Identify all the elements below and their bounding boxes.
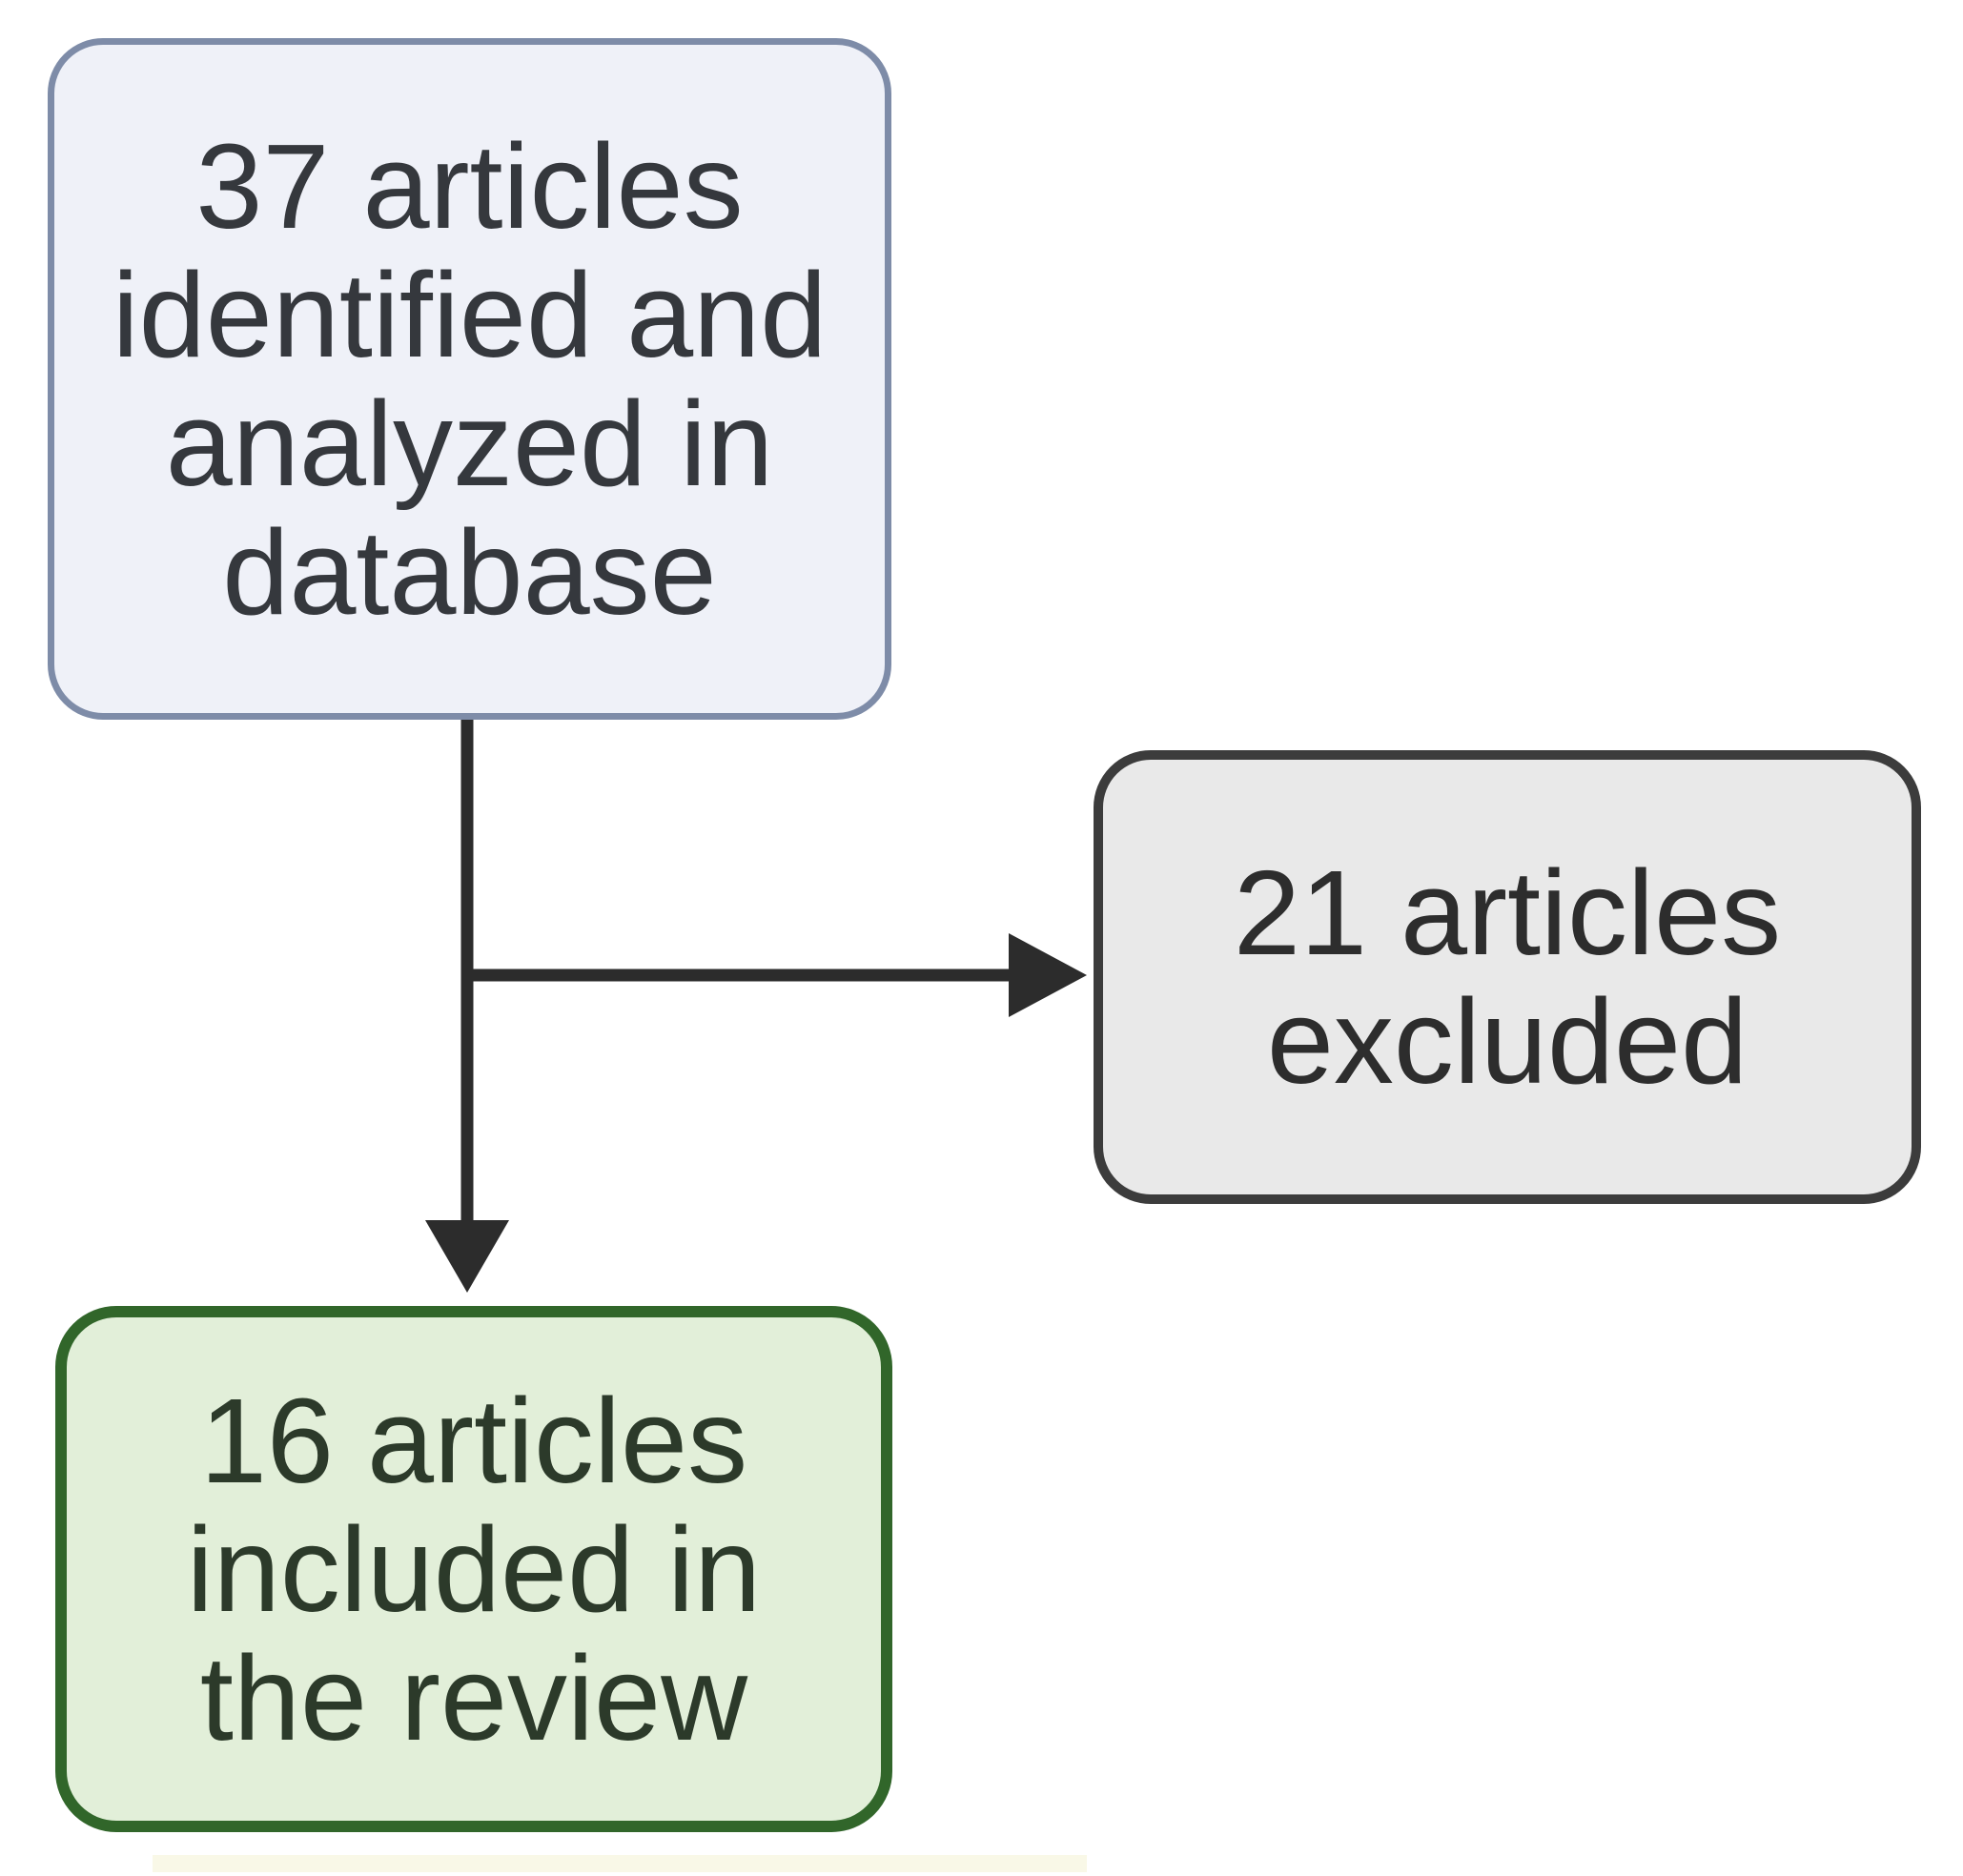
node-text-line: identified and bbox=[112, 247, 828, 382]
node-articles-excluded: 21 articles excluded bbox=[1094, 750, 1921, 1204]
node-text-line: database bbox=[222, 504, 717, 640]
node-articles-included: 16 articles included in the review bbox=[55, 1306, 892, 1832]
node-text-line: 37 articles bbox=[195, 118, 744, 254]
node-text-line: the review bbox=[199, 1630, 748, 1765]
bottom-artifact-strip bbox=[153, 1855, 1087, 1872]
node-text-line: included in bbox=[186, 1501, 762, 1637]
node-text-line: excluded bbox=[1266, 974, 1748, 1109]
node-text-line: analyzed in bbox=[165, 376, 774, 511]
arrow-right-head-icon bbox=[1009, 933, 1087, 1017]
node-text-line: 16 articles bbox=[199, 1373, 748, 1508]
node-text-line: 21 articles bbox=[1233, 846, 1782, 980]
node-articles-identified: 37 articles identified and analyzed in d… bbox=[48, 38, 891, 720]
arrow-down-head-icon bbox=[425, 1220, 509, 1293]
